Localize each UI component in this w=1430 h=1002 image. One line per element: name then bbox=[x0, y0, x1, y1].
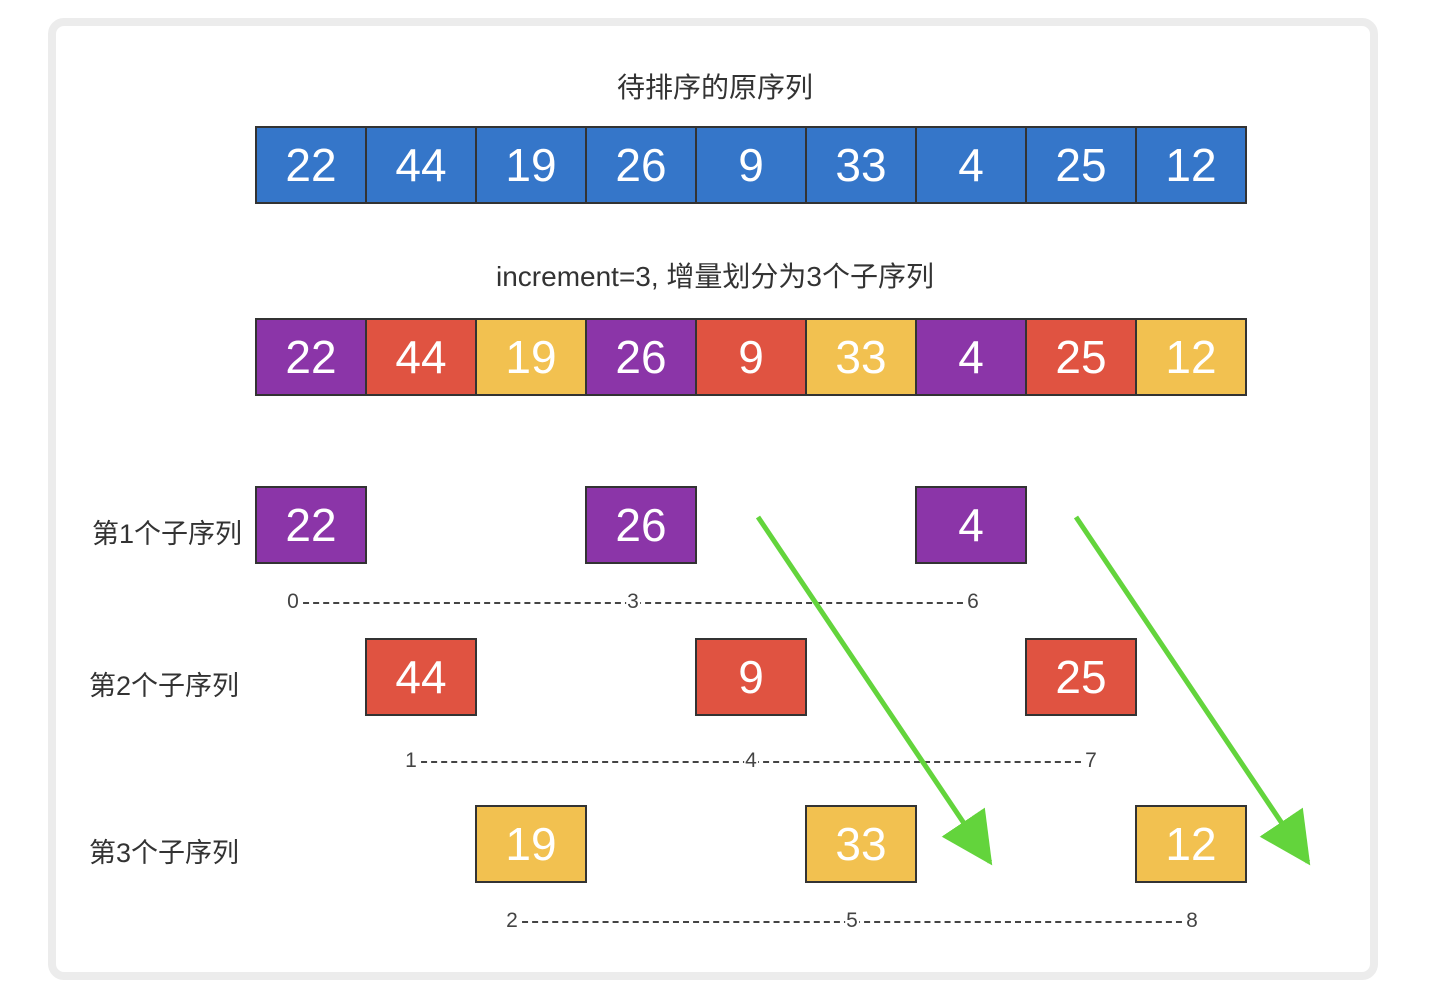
original-cell: 22 bbox=[257, 128, 367, 202]
grouped-cell: 22 bbox=[257, 320, 367, 394]
subsequence-cell: 33 bbox=[805, 805, 917, 883]
subsequence-cell: 26 bbox=[585, 486, 697, 564]
index-line: 1 4 7 bbox=[404, 749, 1098, 773]
subsequence-cell: 25 bbox=[1025, 638, 1137, 716]
original-cell: 12 bbox=[1137, 128, 1245, 202]
subsequence-cell: 19 bbox=[475, 805, 587, 883]
original-title: 待排序的原序列 bbox=[616, 72, 813, 103]
grouped-cell: 44 bbox=[367, 320, 477, 394]
grouped-cell: 33 bbox=[807, 320, 917, 394]
increment-title: increment=3, 增量划分为3个子序列 bbox=[496, 261, 934, 292]
subsequence-cell: 12 bbox=[1135, 805, 1247, 883]
grouped-cell: 25 bbox=[1027, 320, 1137, 394]
index-label: 4 bbox=[744, 749, 758, 773]
original-cell: 9 bbox=[697, 128, 807, 202]
subsequence-label: 第3个子序列 bbox=[89, 838, 240, 868]
index-label: 0 bbox=[286, 590, 300, 614]
index-label: 8 bbox=[1185, 909, 1199, 933]
original-cell: 25 bbox=[1027, 128, 1137, 202]
subsequence-cell: 4 bbox=[915, 486, 1027, 564]
index-label: 6 bbox=[966, 590, 980, 614]
arrow-1 bbox=[755, 515, 993, 866]
original-cell: 26 bbox=[587, 128, 697, 202]
grouped-cell: 4 bbox=[917, 320, 1027, 394]
index-line: 0 3 6 bbox=[286, 590, 980, 614]
original-cell: 33 bbox=[807, 128, 917, 202]
arrow-2 bbox=[1073, 515, 1311, 866]
index-label: 7 bbox=[1084, 749, 1098, 773]
grouped-cell: 19 bbox=[477, 320, 587, 394]
original-cell: 4 bbox=[917, 128, 1027, 202]
index-label: 1 bbox=[404, 749, 418, 773]
subsequence-cell: 9 bbox=[695, 638, 807, 716]
subsequence-cell: 22 bbox=[255, 486, 367, 564]
subsequence-label: 第1个子序列 bbox=[92, 519, 243, 549]
grouped-cell: 26 bbox=[587, 320, 697, 394]
grouped-cell: 12 bbox=[1137, 320, 1245, 394]
subsequence-label: 第2个子序列 bbox=[89, 671, 240, 701]
original-cell: 19 bbox=[477, 128, 587, 202]
index-label: 5 bbox=[845, 909, 859, 933]
index-line: 2 5 8 bbox=[505, 909, 1199, 933]
subsequence-cell: 44 bbox=[365, 638, 477, 716]
grouped-cell: 9 bbox=[697, 320, 807, 394]
index-label: 2 bbox=[505, 909, 519, 933]
index-label: 3 bbox=[626, 590, 640, 614]
original-cell: 44 bbox=[367, 128, 477, 202]
